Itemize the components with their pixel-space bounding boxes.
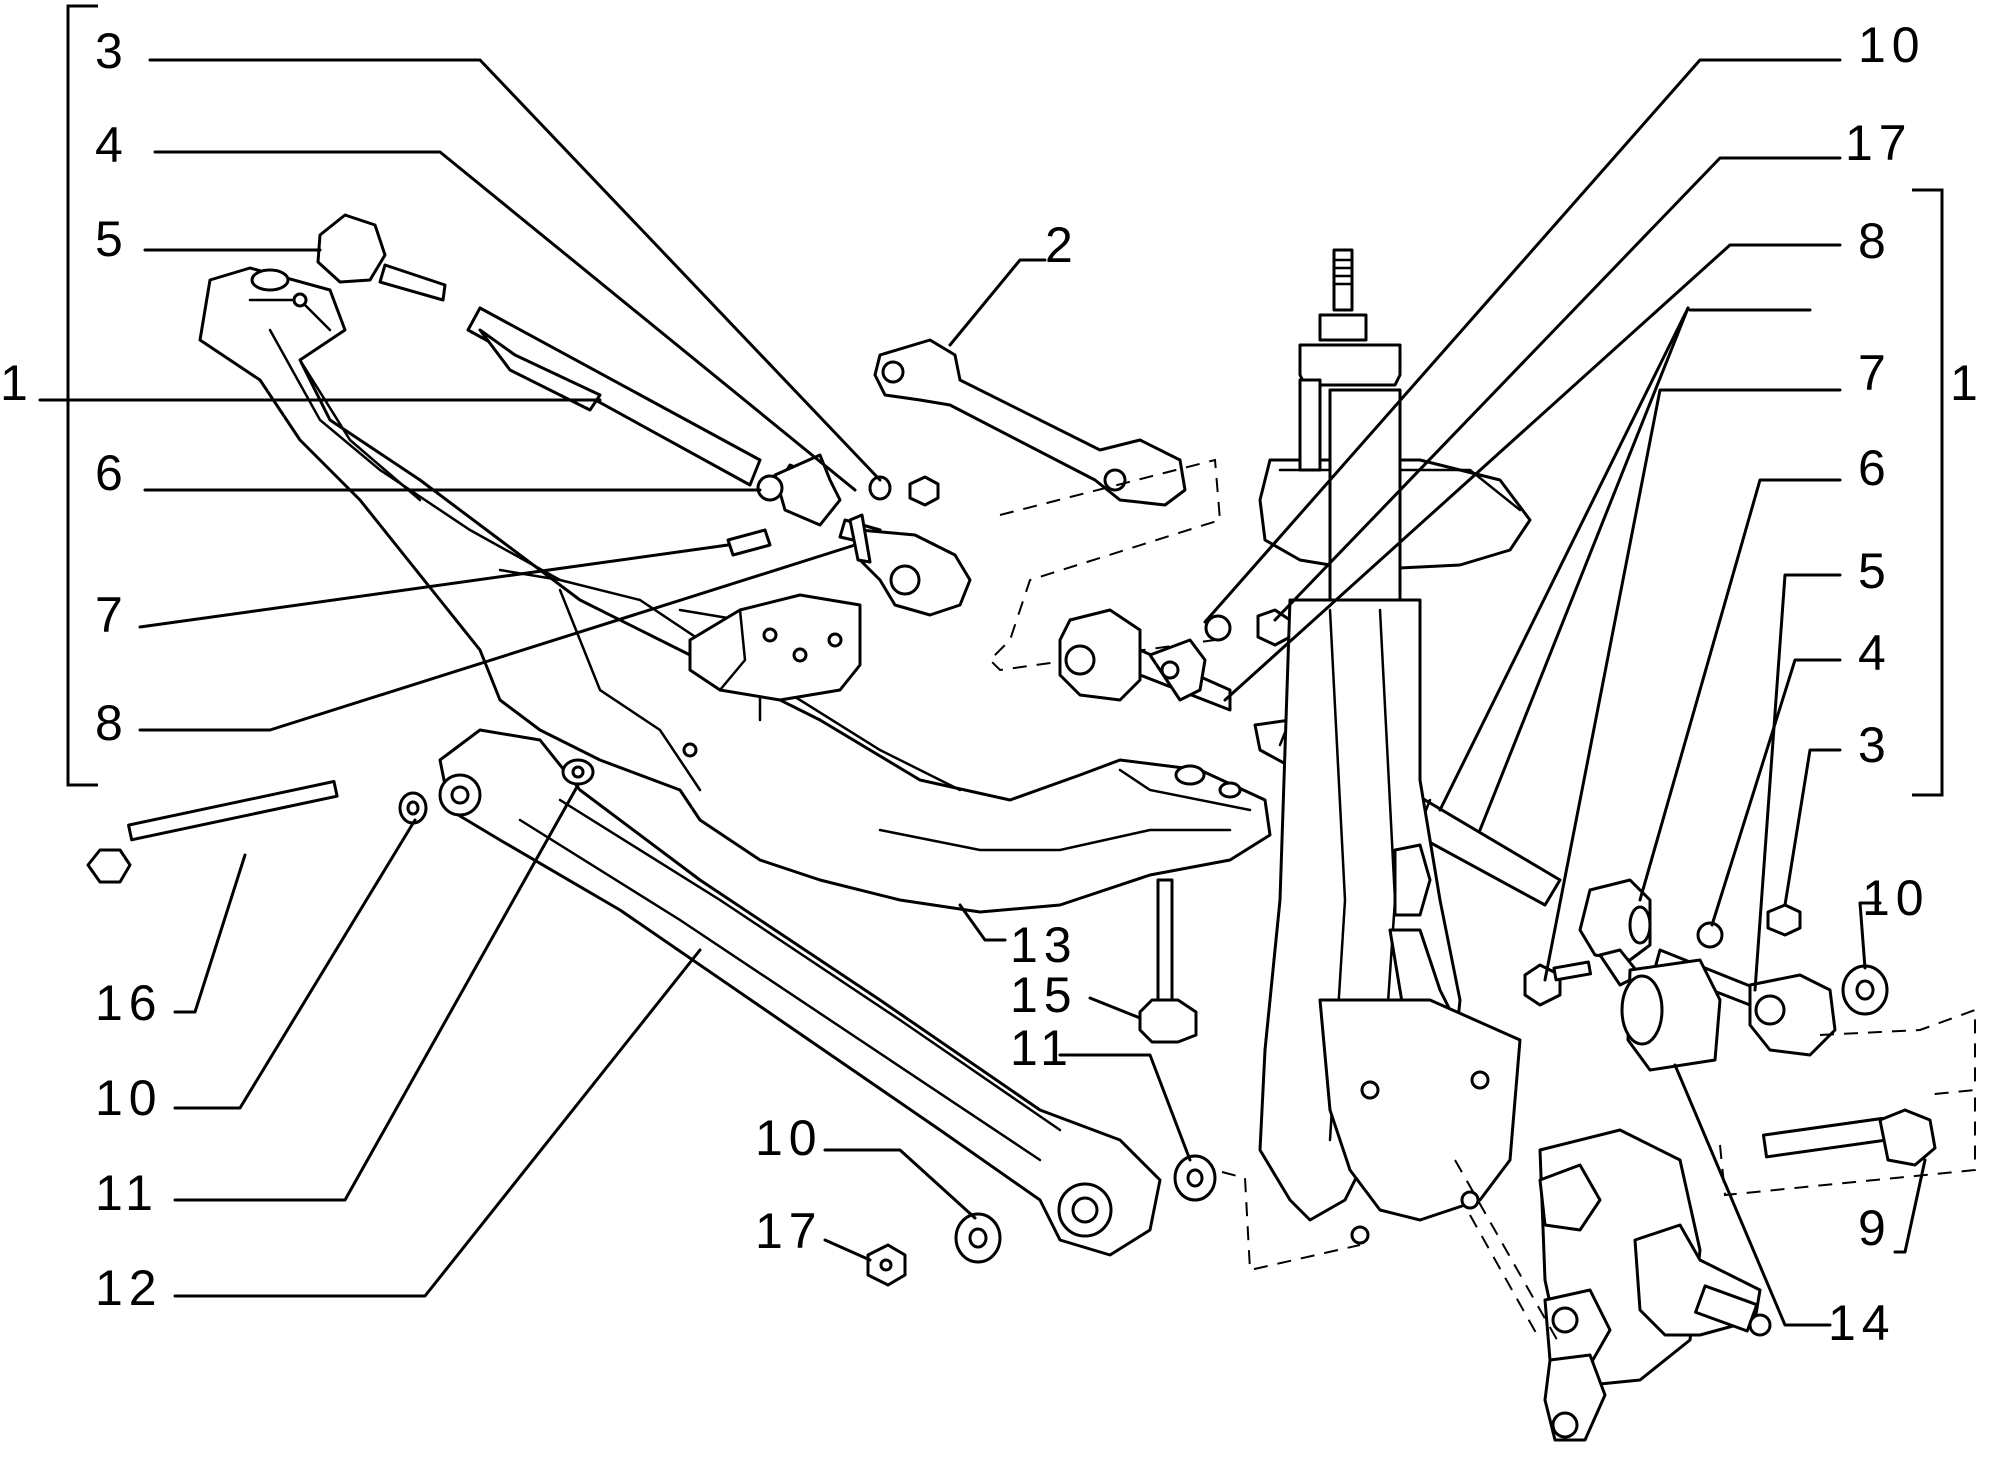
- leader-9: [1893, 1158, 1927, 1254]
- callout-3-right: 3: [1858, 717, 1892, 773]
- leader-17-right: [1273, 156, 1842, 622]
- leader-5-right: [1753, 573, 1842, 992]
- callout-17-mid: 17: [755, 1203, 823, 1259]
- washer-10-left: [398, 791, 428, 825]
- callout-17-right: 17: [1845, 115, 1913, 171]
- callout-3-left: 3: [95, 23, 129, 79]
- callout-4-right: 4: [1858, 625, 1892, 681]
- callout-16: 16: [95, 975, 163, 1031]
- callout-10-far-right: 10: [1862, 870, 1930, 926]
- leader-8-left: [138, 543, 857, 732]
- callout-11-left: 11: [95, 1165, 159, 1221]
- leader-17-mid: [823, 1238, 872, 1262]
- leader-14: [1673, 1063, 1832, 1327]
- washer-10-bottom: [954, 1212, 1002, 1264]
- callout-10-left: 10: [95, 1070, 163, 1126]
- leader-11-left: [173, 783, 580, 1202]
- leader-15: [1088, 996, 1142, 1020]
- leader-6-right: [1638, 478, 1842, 902]
- callout-1-left: 1: [0, 355, 34, 411]
- crossmember: [198, 266, 1272, 914]
- long-bolt-16: [86, 779, 339, 884]
- leader-1-right-b: [1478, 306, 1690, 832]
- callout-15: 15: [1010, 967, 1078, 1023]
- left-tie-rod-assembly: [316, 213, 972, 617]
- leader-13: [958, 903, 1007, 942]
- washer-11-right: [1173, 1154, 1217, 1202]
- callout-1-right: 1: [1950, 355, 1984, 411]
- callout-13: 13: [1010, 917, 1078, 973]
- callout-7-left: 7: [95, 587, 129, 643]
- callout-2: 2: [1045, 217, 1079, 273]
- nut-17-bottom: [866, 1243, 907, 1287]
- callout-11-mid: 11: [1010, 1020, 1074, 1076]
- leader-1-right-a: [1438, 306, 1690, 812]
- leader-3-left: [148, 58, 882, 482]
- leader-7-right: [1543, 388, 1842, 982]
- hub-dashline: [1454, 1159, 1561, 1346]
- callout-4-left: 4: [95, 117, 129, 173]
- leader-10-mid: [823, 1148, 977, 1220]
- shock-dashline-lower: [1469, 1214, 1541, 1341]
- callout-5-right: 5: [1858, 543, 1892, 599]
- bushing-14-dashline: [1819, 1008, 1976, 1090]
- link-2-dashline: [988, 458, 1222, 672]
- callout-5-left: 5: [95, 211, 129, 267]
- bolt-15: [1138, 878, 1198, 1044]
- link-2: [873, 338, 1187, 507]
- leader-10-left: [173, 818, 417, 1110]
- leader-12: [173, 948, 702, 1298]
- callout-6-right: 6: [1858, 440, 1892, 496]
- leader-4-left: [153, 150, 857, 492]
- leader-2: [948, 258, 1047, 347]
- leader-7-left: [138, 543, 730, 629]
- callout-8-right: 8: [1858, 213, 1892, 269]
- leader-16: [173, 853, 247, 1014]
- leader-10-right: [1203, 58, 1842, 624]
- leader-11-mid: [1058, 1053, 1192, 1162]
- callout-6-left: 6: [95, 445, 129, 501]
- callout-7-right: 7: [1858, 345, 1892, 401]
- callout-10-mid: 10: [755, 1110, 823, 1166]
- callout-14: 14: [1828, 1295, 1896, 1351]
- leader-4-right: [1710, 658, 1842, 927]
- callout-12: 12: [95, 1260, 163, 1316]
- callout-10-right: 10: [1858, 17, 1926, 73]
- callout-9: 9: [1858, 1200, 1892, 1256]
- left-group-bracket: [66, 4, 98, 787]
- shock-dashline-bottom: [1221, 1171, 1361, 1272]
- leader-10-far-right: [1858, 901, 1882, 970]
- right-group-bracket: [1912, 188, 1944, 797]
- leader-8-right: [1223, 243, 1842, 702]
- shock-absorber: [1258, 248, 1772, 1442]
- leader-3-right: [1783, 748, 1842, 907]
- lower-control-arm: [438, 728, 1162, 1257]
- callout-8-left: 8: [95, 695, 129, 751]
